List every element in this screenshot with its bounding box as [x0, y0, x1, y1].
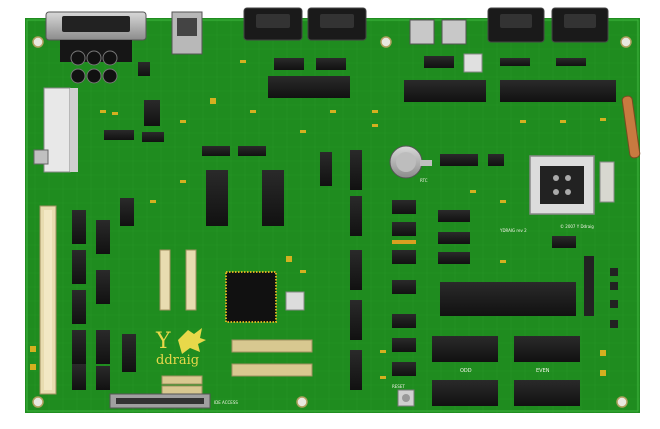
dragon-icon [178, 328, 206, 354]
logo-name: ddraig [156, 353, 199, 368]
label-reset: RESET [392, 384, 405, 389]
top-ic-row [104, 56, 616, 142]
capacitor-cluster [70, 50, 118, 84]
silkscreen-logo: Y ddraig [155, 328, 206, 368]
serial-port-2 [307, 7, 367, 41]
qfp-chip [225, 271, 277, 323]
memory-slot [39, 205, 57, 395]
right-ic-group [392, 154, 576, 376]
mounting-holes [32, 36, 632, 408]
orange-component [392, 240, 416, 244]
ps2-connectors [409, 19, 467, 45]
middle-ic-group [72, 146, 362, 390]
smd-pads [30, 60, 606, 379]
serial-port-1 [243, 7, 303, 41]
reset-button-graphic [397, 389, 415, 407]
bottom-right-ics [432, 282, 580, 406]
coin-battery [389, 145, 432, 179]
label-ide: IDE ACCESS [214, 400, 238, 405]
ethernet-jack [171, 11, 203, 55]
led-column [584, 256, 618, 328]
resistor-large [621, 95, 641, 159]
logo-letter: Y [155, 329, 171, 354]
serial-port-4 [551, 7, 609, 43]
plcc-cpu-socket [529, 155, 595, 215]
serial-port-3 [487, 7, 545, 43]
crystal [463, 53, 483, 73]
label-version: YDRAIG rev 2 [499, 228, 527, 233]
label-even: EVEN [536, 368, 550, 374]
ide-connector [109, 393, 211, 409]
label-copyright: © 2007 Y Ddraig [560, 224, 594, 229]
small-module [285, 291, 305, 311]
power-terminal-block [33, 87, 78, 173]
label-odd: ODD [460, 368, 472, 374]
side-chip-right [599, 161, 615, 203]
label-rtc: RTC [420, 178, 428, 183]
pin-headers [159, 249, 313, 395]
